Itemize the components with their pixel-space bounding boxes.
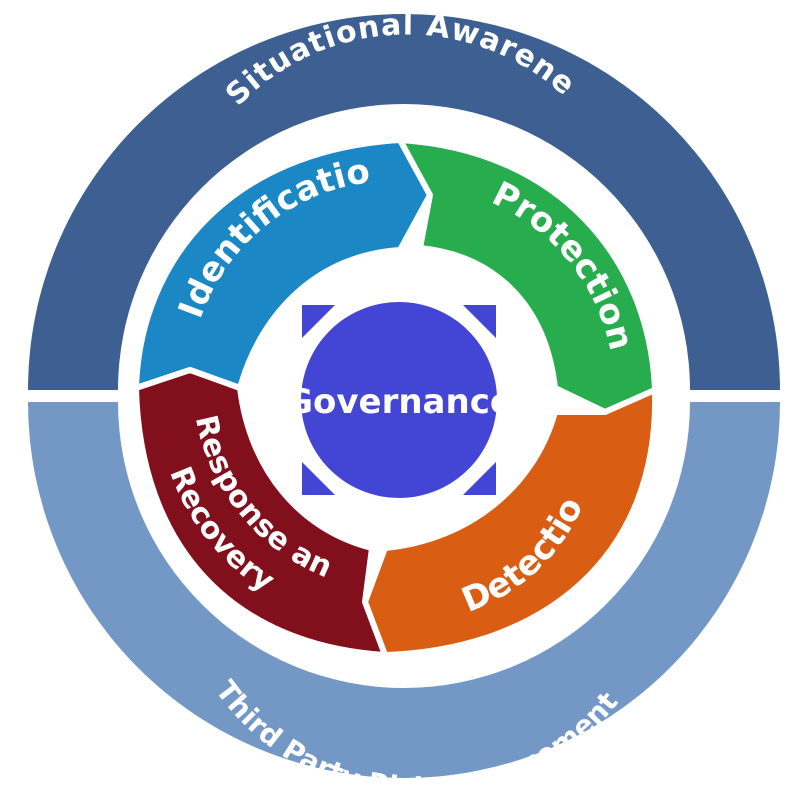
- corner-bracket-bottom-right: [463, 462, 496, 495]
- corner-bracket-bottom-left: [302, 462, 335, 495]
- response-recovery-segment: [133, 367, 388, 658]
- corner-bracket-top-right: [463, 305, 496, 338]
- governance-label: Governance: [285, 382, 513, 422]
- third-party-risk-band: [28, 402, 780, 778]
- governance-circle: [301, 302, 497, 498]
- corner-bracket-top-left: [302, 305, 335, 338]
- situational-awareness-band: [28, 14, 780, 390]
